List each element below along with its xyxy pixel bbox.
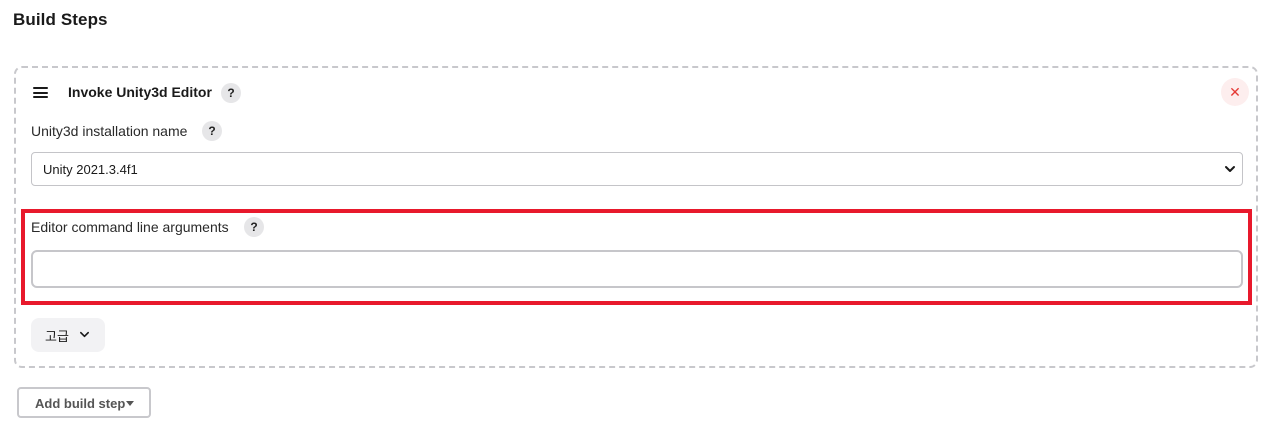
arguments-label: Editor command line arguments [31,219,229,235]
step-help-icon[interactable]: ? [221,83,241,103]
installation-select[interactable]: Unity 2021.3.4f1 [31,152,1243,186]
add-build-step-button[interactable]: Add build step [17,387,151,418]
close-icon[interactable]: ✕ [1221,78,1249,106]
caret-down-icon [126,401,134,406]
section-title: Build Steps [13,10,108,29]
arguments-help-icon[interactable]: ? [244,217,264,237]
add-build-step-label: Add build step [35,396,126,411]
installation-name-label: Unity3d installation name [31,123,188,139]
highlight-box [21,209,1252,305]
chevron-down-icon [1225,166,1235,172]
arguments-input[interactable] [31,250,1243,288]
installation-help-icon[interactable]: ? [202,121,222,141]
advanced-label: 고급 [45,330,69,345]
build-step-card: Invoke Unity3d Editor ? ✕ Unity3d instal… [14,66,1258,368]
installation-select-value: Unity 2021.3.4f1 [43,162,138,177]
advanced-button[interactable]: 고급 [31,318,105,352]
step-title: Invoke Unity3d Editor [68,84,212,100]
chevron-down-icon [80,331,89,338]
drag-handle-icon[interactable] [33,87,48,98]
